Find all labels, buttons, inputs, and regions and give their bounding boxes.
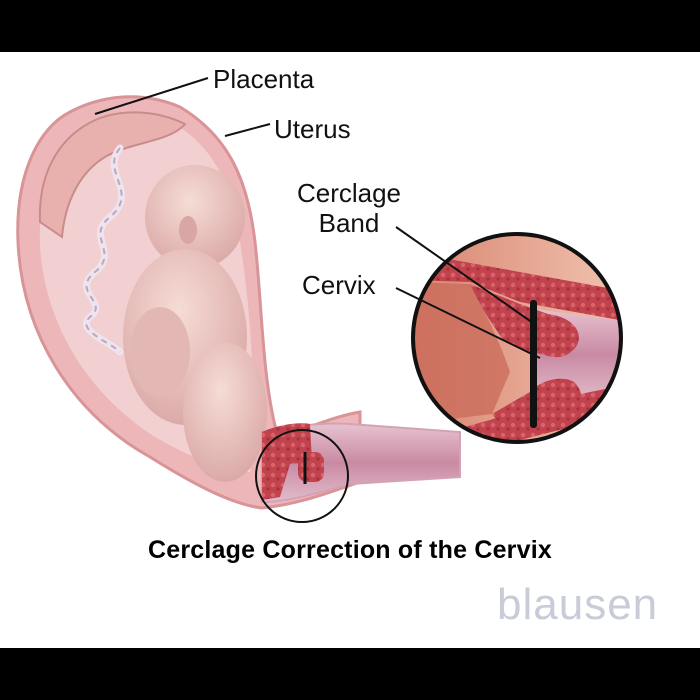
- cervix-leader: [395, 287, 541, 359]
- cervix-label: Cervix: [302, 270, 376, 300]
- magnifier-small-circle: [255, 429, 349, 523]
- cerclage-diagram: [16, 77, 623, 523]
- placenta-leader: [94, 77, 209, 115]
- zoomed-cervix-view: [413, 234, 621, 442]
- illustration-canvas: Placenta Uterus Cerclage Band Cervix Cer…: [0, 52, 700, 648]
- cerclage-band-label-line2: Band: [318, 208, 380, 238]
- magnifier-large-circle: [411, 232, 623, 444]
- placenta-shape: [38, 111, 187, 239]
- cerclage-band: [530, 300, 537, 428]
- placenta-label: Placenta: [213, 64, 315, 94]
- uterus-leader: [224, 123, 271, 137]
- cervix-tissue-small: [262, 423, 312, 500]
- cerclage-band-label: Cerclage Band: [287, 178, 411, 238]
- diagram-title: Cerclage Correction of the Cervix: [148, 536, 552, 564]
- fetus: [123, 165, 267, 482]
- cerclage-band-leader: [395, 226, 534, 324]
- uterus-label: Uterus: [274, 114, 351, 144]
- cerclage-band-label-line1: Cerclage: [296, 178, 402, 208]
- blausen-watermark: blausen: [497, 580, 659, 629]
